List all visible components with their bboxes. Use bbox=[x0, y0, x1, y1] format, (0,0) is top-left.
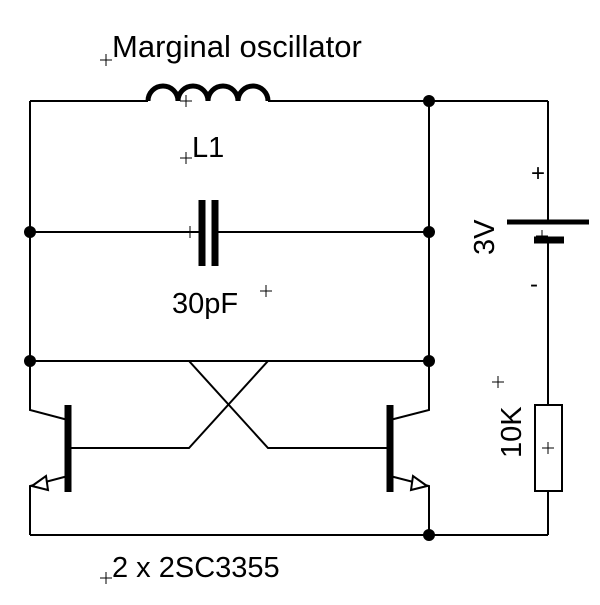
resistor-label: 10K bbox=[496, 406, 528, 458]
title-label: Marginal oscillator bbox=[112, 29, 362, 64]
inductor-label: L1 bbox=[192, 132, 224, 164]
transistor-left bbox=[29, 361, 72, 535]
battery-3v bbox=[507, 219, 589, 244]
transistor-label: 2 x 2SC3355 bbox=[112, 552, 280, 584]
cross-coupling-wires bbox=[30, 360, 429, 449]
battery-minus-label: - bbox=[530, 271, 538, 298]
transistor-label-cross bbox=[100, 572, 112, 584]
junction-dots bbox=[24, 95, 435, 541]
inductor-label-cross bbox=[180, 152, 192, 164]
capacitor-anchor-cross bbox=[184, 226, 196, 238]
transistor-right bbox=[386, 361, 430, 535]
battery-label: 3V bbox=[469, 219, 501, 255]
resistor-label-cross bbox=[492, 376, 504, 388]
title-anchor-cross bbox=[100, 54, 112, 66]
inductor-anchor-cross bbox=[180, 95, 192, 107]
capacitor-label-cross bbox=[260, 285, 272, 297]
battery-plus-label: + bbox=[531, 160, 545, 187]
capacitor-30pf bbox=[198, 200, 219, 266]
capacitor-label: 30pF bbox=[172, 288, 238, 320]
resistor-anchor-cross bbox=[542, 442, 554, 454]
inductor-l1 bbox=[145, 83, 271, 102]
battery-anchor-cross bbox=[536, 230, 548, 242]
